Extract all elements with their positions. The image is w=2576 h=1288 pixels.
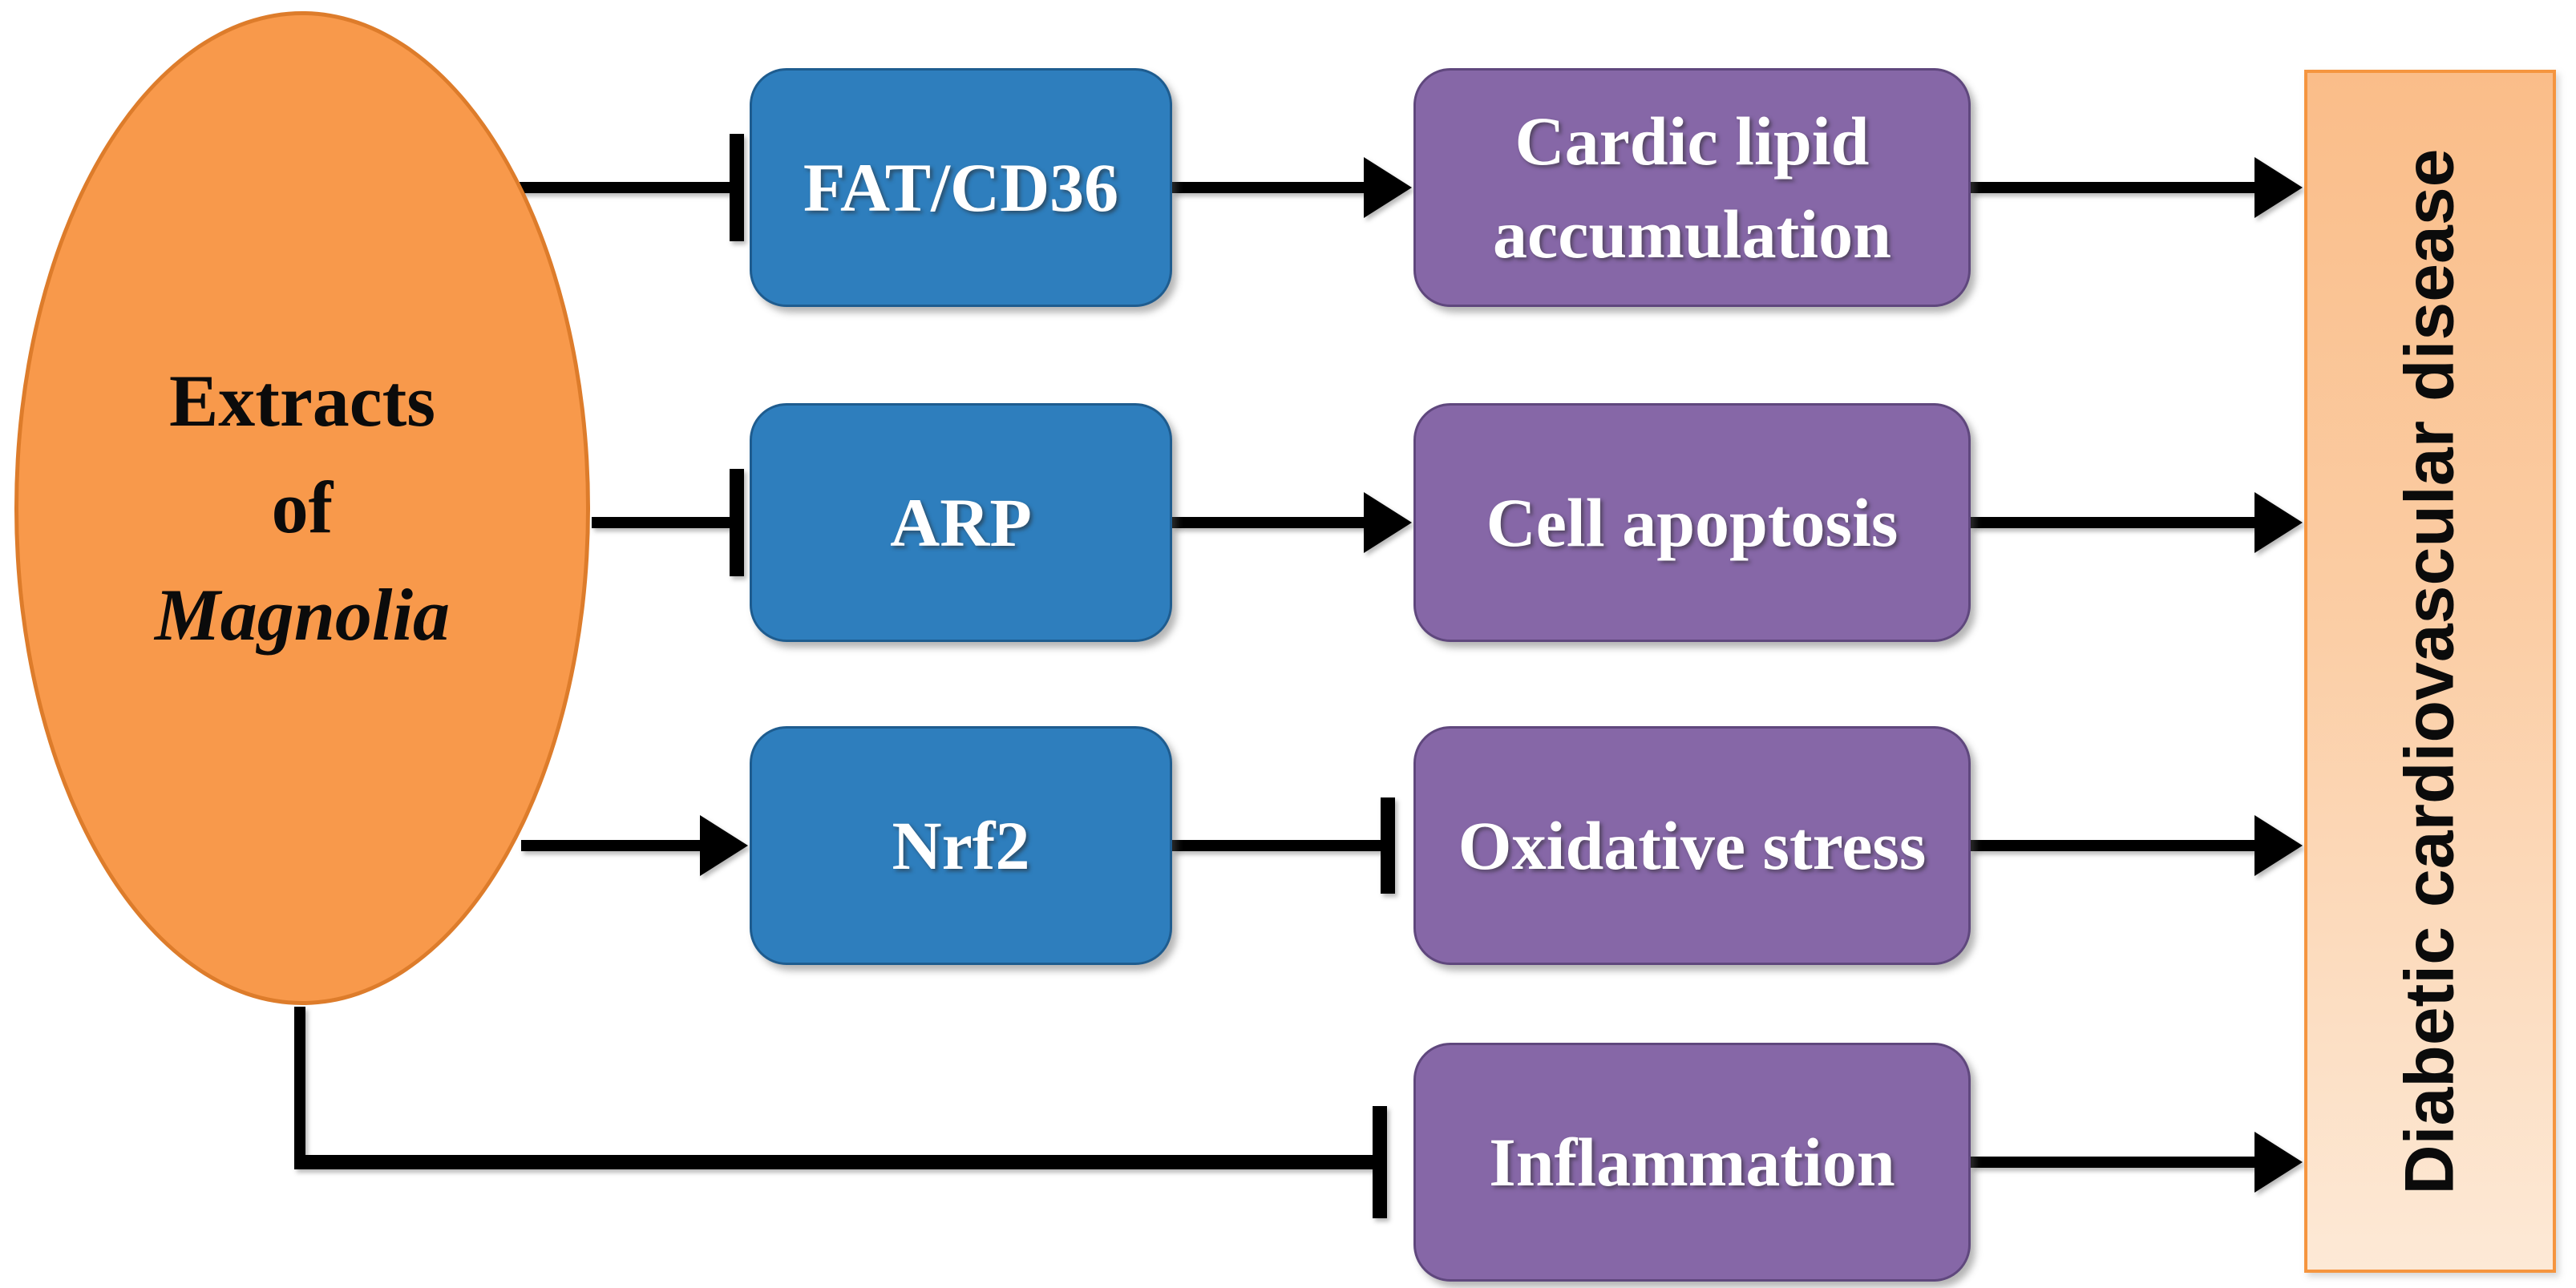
outcome-node-cell-apoptosis: Cell apoptosis [1413, 403, 1971, 642]
mediator-node-nrf2: Nrf2 [750, 726, 1172, 965]
edge-magnolia-inflammation-inhibition [294, 1007, 1387, 1218]
edge-magnolia-nrf2-activation [521, 815, 748, 876]
outcome-node-oxidative-stress: Oxidative stress [1413, 726, 1971, 965]
outcome-label: Cardic lipid accumulation [1493, 102, 1891, 273]
mediator-node-fat-cd36: FAT/CD36 [750, 68, 1172, 307]
mediator-node-arp: ARP [750, 403, 1172, 642]
edge-cardic-lipid-endpoint-activation [1971, 157, 2303, 218]
source-label-line-2: of [271, 466, 334, 549]
edge-magnolia-fatcd36-inhibition [520, 134, 744, 241]
outcome-node-cardic-lipid-accumulation: Cardic lipid accumulation [1413, 68, 1971, 307]
mediator-label: FAT/CD36 [803, 149, 1119, 226]
arrowhead [2255, 157, 2303, 218]
outcome-node-inflammation: Inflammation [1413, 1043, 1971, 1282]
arrowhead [700, 815, 748, 876]
arrowhead [1364, 492, 1412, 553]
outcome-label: Oxidative stress [1458, 806, 1927, 884]
arrowhead [1364, 157, 1412, 218]
outcome-label: Cell apoptosis [1486, 483, 1899, 561]
edge-arp-cell-apoptosis-activation [1172, 492, 1412, 553]
arrowhead [2255, 492, 2303, 553]
source-label-line-1: Extracts [168, 359, 436, 442]
source-label: Extracts of Magnolia [155, 348, 450, 668]
edge-nrf2-oxidative-stress-inhibition [1172, 797, 1395, 894]
arrowhead [2255, 815, 2303, 876]
edge-cell-apoptosis-endpoint-activation [1971, 492, 2303, 553]
endpoint-node-diabetic-cardiovascular-disease: Diabetic cardiovascular disease [2304, 70, 2556, 1273]
edge-magnolia-arp-inhibition [592, 469, 744, 576]
edge-oxidative-stress-endpoint-activation [1971, 815, 2303, 876]
edge-fatcd36-cardic-lipid-activation [1172, 157, 1412, 218]
source-node-extracts-of-magnolia: Extracts of Magnolia [14, 11, 590, 1005]
edge-inflammation-endpoint-activation [1971, 1132, 2303, 1193]
mediator-label: ARP [890, 484, 1032, 561]
endpoint-label: Diabetic cardiovascular disease [2391, 147, 2469, 1195]
mediator-label: Nrf2 [892, 807, 1030, 884]
arrowhead [2255, 1132, 2303, 1193]
source-label-line-3: Magnolia [154, 573, 451, 656]
outcome-label: Inflammation [1489, 1123, 1895, 1201]
